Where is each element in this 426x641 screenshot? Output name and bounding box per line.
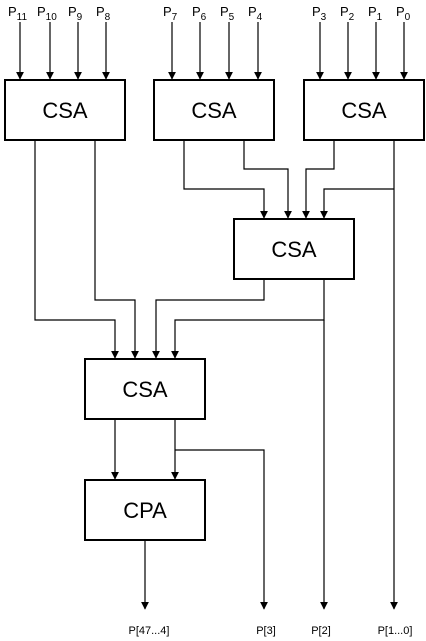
output-label-p2: P[2] [311, 625, 331, 637]
csa1-to-csa5-wires [34, 140, 139, 359]
input-label-p1: P1 [368, 4, 383, 23]
output-label-p1-0: P[1...0] [378, 625, 413, 637]
csa-label: CSA [341, 98, 387, 123]
input-label-p4: P4 [248, 4, 263, 23]
input-label-p7: P7 [163, 4, 178, 23]
input-label-p9: P9 [68, 4, 83, 23]
input-label-p10: P10 [37, 4, 57, 23]
p0-bypass-wire [320, 188, 394, 219]
csa-label: CSA [191, 98, 237, 123]
csa-block-3: CSA [303, 79, 425, 141]
input-label-p0: P0 [396, 4, 411, 23]
output-label-p3: P[3] [256, 625, 276, 637]
csa5-to-cpa-wires [111, 419, 179, 480]
csa-block-1: CSA [4, 79, 126, 141]
input-label-p6: P6 [192, 4, 207, 23]
cpa-label: CPA [123, 498, 167, 523]
input-label-p5: P5 [220, 4, 235, 23]
cpa-block: CPA [84, 479, 206, 541]
csa-label: CSA [122, 377, 168, 402]
csa4-to-csa5-wires [152, 279, 325, 359]
output-label-p47-4: P[47...4] [129, 625, 170, 637]
csa3-to-csa4-wires [302, 140, 335, 219]
csa2-to-csa4-wires [183, 140, 292, 219]
input-label-p2: P2 [340, 4, 355, 23]
input-label-p8: P8 [96, 4, 111, 23]
input-label-p11: P11 [8, 4, 27, 23]
csa-label: CSA [42, 98, 88, 123]
csa-block-2: CSA [153, 79, 275, 141]
input-label-p3: P3 [312, 4, 327, 23]
csa-label: CSA [271, 237, 317, 262]
csa-block-4: CSA [233, 218, 355, 280]
csa-block-5: CSA [84, 358, 206, 420]
input-arrows [16, 22, 408, 80]
csa5-to-p3-wire [175, 449, 268, 610]
